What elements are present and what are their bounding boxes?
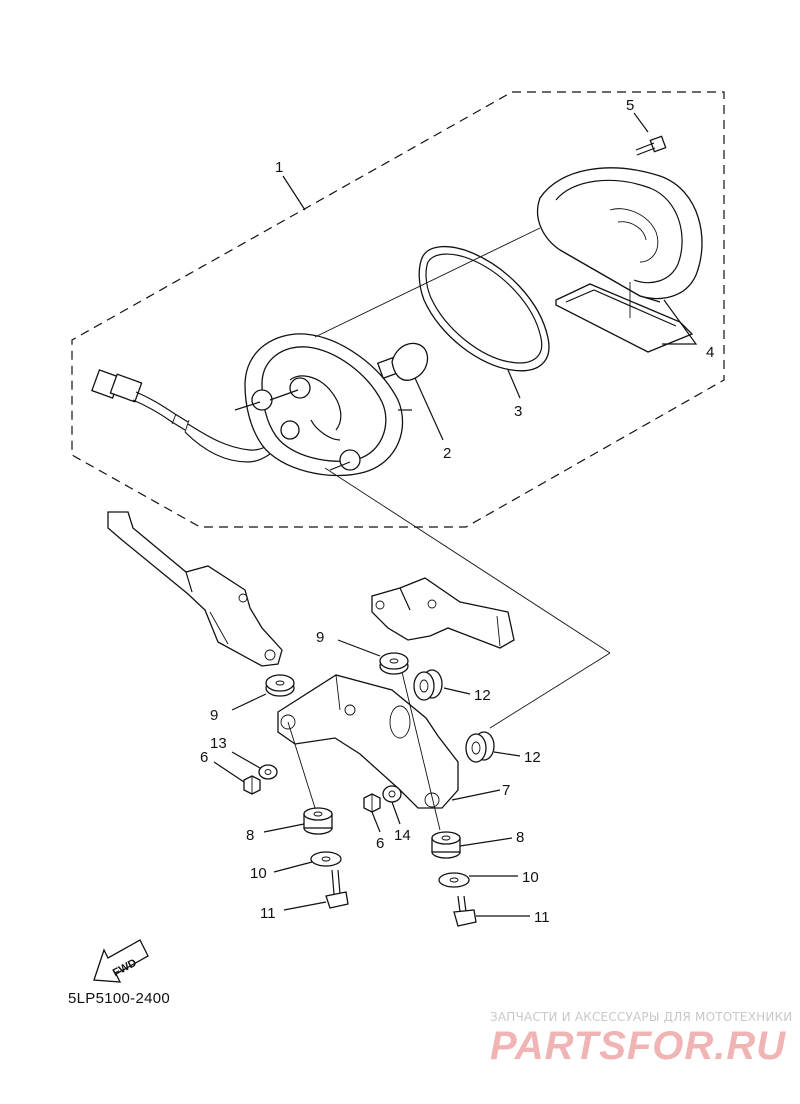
bolt-11-left xyxy=(325,869,349,909)
frame-bracket-left xyxy=(107,511,283,667)
tail-light-housing xyxy=(234,333,412,477)
bulb xyxy=(376,342,429,381)
bolt-11-right xyxy=(453,895,477,927)
callout-3: 3 xyxy=(514,403,522,420)
callout-6-right: 6 xyxy=(376,835,384,852)
leader-12-upper xyxy=(443,687,471,695)
leader-6-right xyxy=(371,811,381,833)
leader-3 xyxy=(507,369,521,399)
leader-6-left xyxy=(213,761,245,783)
leader-1 xyxy=(282,175,306,211)
assembly-boundary-dashed xyxy=(71,91,725,528)
callout-7: 7 xyxy=(502,782,510,799)
callout-6-left: 6 xyxy=(200,749,208,766)
damper-12-lower xyxy=(465,731,495,763)
washer-14 xyxy=(382,785,402,803)
assembly-axis-upper xyxy=(314,227,541,338)
callout-12-lower: 12 xyxy=(524,749,541,766)
leader-11-left xyxy=(283,901,327,911)
damper-12-upper xyxy=(413,669,443,701)
leader-2 xyxy=(414,377,444,441)
leader-12-lower xyxy=(493,751,521,757)
forward-direction-arrow-icon: FWD xyxy=(93,939,149,983)
callout-9-left: 9 xyxy=(210,707,218,724)
nut-6-right xyxy=(363,793,381,813)
assembly-axis-right xyxy=(489,652,611,729)
callout-4: 4 xyxy=(706,344,714,361)
damper-8-left xyxy=(303,807,333,835)
tail-light-bracket xyxy=(277,674,459,809)
leader-8-right xyxy=(459,837,513,847)
gasket xyxy=(418,246,550,372)
diagram-code: 5LP5100-2400 xyxy=(68,990,171,1007)
grommet-9-left xyxy=(265,674,295,697)
wire-harness-connector xyxy=(91,369,287,463)
callout-11-right: 11 xyxy=(534,909,550,926)
leader-9-right xyxy=(337,639,381,657)
leader-10-left xyxy=(273,861,313,873)
washer-10-right xyxy=(438,872,470,888)
watermark-tagline: ЗАПЧАСТИ И АКСЕССУАРЫ ДЛЯ МОТОТЕХНИКИ xyxy=(490,1010,793,1024)
leader-13 xyxy=(231,751,261,769)
callout-14: 14 xyxy=(394,827,411,844)
callout-12-upper: 12 xyxy=(474,687,491,704)
callout-9-right: 9 xyxy=(316,629,324,646)
leader-8-left xyxy=(263,823,305,833)
watermark-logo: PARTSFOR.RU xyxy=(490,1024,787,1068)
callout-10-left: 10 xyxy=(250,865,267,882)
callout-2: 2 xyxy=(443,445,451,462)
leader-9-left xyxy=(231,693,267,711)
frame-bracket-right xyxy=(371,577,515,649)
leader-5 xyxy=(633,112,649,133)
washer-10-left xyxy=(310,851,342,867)
callout-1: 1 xyxy=(275,159,283,176)
callout-8-right: 8 xyxy=(516,829,524,846)
axis-left-vertical xyxy=(287,721,316,809)
grommet-9-right xyxy=(379,652,409,675)
assembly-axis-lower xyxy=(324,467,611,654)
washer-13 xyxy=(258,764,278,780)
lens xyxy=(536,167,703,353)
callout-11-left: 11 xyxy=(260,905,276,922)
leader-4 xyxy=(662,299,698,345)
leader-14 xyxy=(391,801,401,825)
callout-8-left: 8 xyxy=(246,827,254,844)
damper-8-right xyxy=(431,831,461,859)
lens-screw xyxy=(635,135,667,156)
callout-5: 5 xyxy=(626,97,634,114)
axis-right-vertical xyxy=(401,671,441,831)
nut-6-left xyxy=(243,775,261,795)
leader-7 xyxy=(451,789,501,801)
callout-10-right: 10 xyxy=(522,869,539,886)
callout-13: 13 xyxy=(210,735,227,752)
